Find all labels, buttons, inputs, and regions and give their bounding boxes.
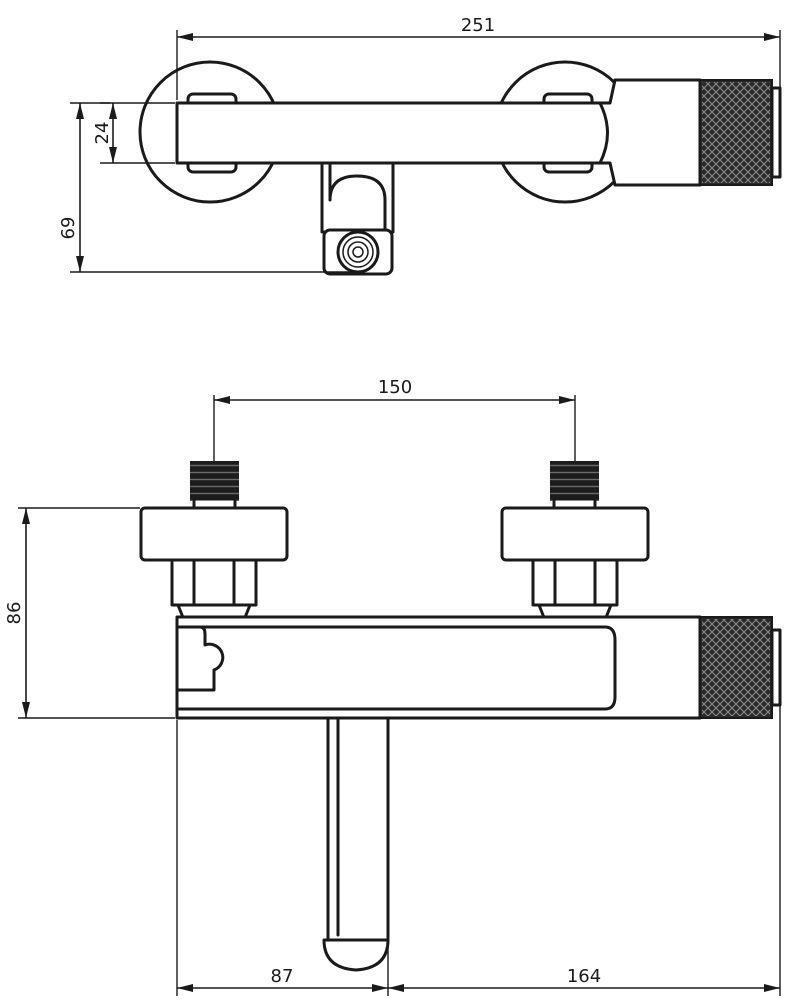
dimension-offset-164: 164 xyxy=(388,706,781,996)
front-nut-right xyxy=(531,558,619,622)
dim-label-164: 164 xyxy=(567,966,601,987)
front-rosette-left xyxy=(139,506,289,562)
dim-label-87: 87 xyxy=(271,966,294,987)
dim-label-251: 251 xyxy=(461,15,495,36)
dimension-offset-87: 87 xyxy=(176,720,389,996)
top-aerator xyxy=(336,230,380,274)
dim-label-86: 86 xyxy=(4,602,25,625)
top-handle-cap xyxy=(770,86,782,179)
front-shower-holder xyxy=(175,625,225,692)
dimension-spacing-150: 150 xyxy=(213,377,576,461)
dimension-height-24: 24 xyxy=(92,102,175,164)
dim-label-24: 24 xyxy=(92,122,113,145)
dimension-depth-69: 69 xyxy=(58,102,355,273)
front-handle-cap xyxy=(770,628,782,707)
dimension-height-86: 86 xyxy=(4,507,175,719)
front-nut-left xyxy=(170,558,258,622)
front-view xyxy=(139,461,782,972)
dimension-width-251: 251 xyxy=(176,15,781,100)
dim-label-150: 150 xyxy=(378,377,412,398)
front-spout-tip xyxy=(322,938,390,972)
top-spout xyxy=(320,160,395,234)
dim-label-69: 69 xyxy=(58,217,79,240)
front-rosette-right xyxy=(500,506,650,562)
top-view xyxy=(138,60,782,276)
front-mixer-body xyxy=(175,615,702,720)
